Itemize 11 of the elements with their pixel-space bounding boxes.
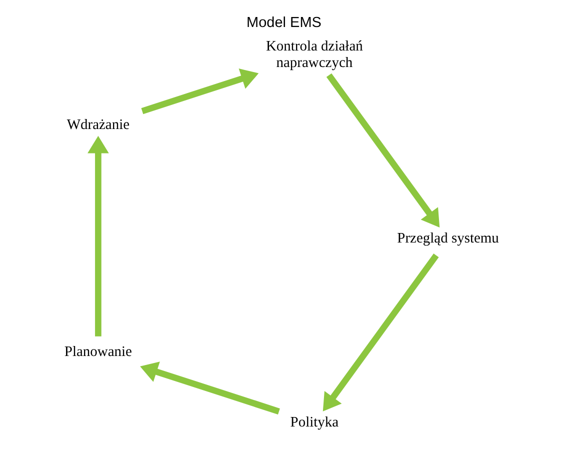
arrow <box>140 362 280 415</box>
arrow <box>87 136 108 336</box>
arrow <box>326 73 440 228</box>
arrow <box>322 254 438 412</box>
arrow <box>140 68 258 114</box>
node-text: Wdrażanie <box>66 116 130 133</box>
node-text: Kontrola działań naprawczych <box>265 38 362 71</box>
node-text: Planowanie <box>64 344 132 360</box>
node-text: Polityka <box>290 414 338 430</box>
diagram-title: Model EMS <box>246 14 321 31</box>
node-text: Przegląd systemu <box>396 230 498 247</box>
